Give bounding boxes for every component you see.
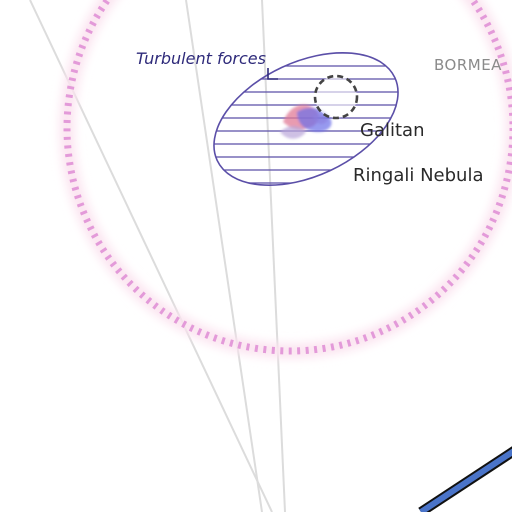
nebula-ring-dashes [63, 0, 512, 355]
zone-label: Turbulent forces [136, 49, 266, 68]
system-galitan[interactable] [313, 74, 359, 120]
zone-outline [213, 51, 399, 187]
lane-line [185, 0, 263, 512]
dashed-circle-icon [313, 74, 359, 120]
star-cluster-icon [280, 104, 332, 139]
lane-line [261, 0, 286, 512]
region-label[interactable]: BORMEA [434, 56, 502, 74]
nebula-ring [60, 0, 512, 358]
system-label[interactable]: Galitan [360, 120, 424, 141]
nebula-label[interactable]: Ringali Nebula [353, 165, 484, 186]
route-fill [419, 448, 512, 512]
zone-label-leader [267, 68, 278, 80]
hyperspace-route[interactable] [418, 446, 512, 512]
